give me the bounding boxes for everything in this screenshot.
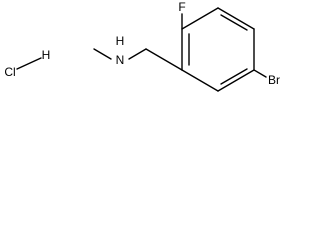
ring-double-bond — [220, 68, 248, 85]
c-br-bond — [253, 69, 267, 78]
fluorine-label: F — [178, 0, 185, 14]
ring-bond — [181, 7, 219, 30]
ring-bond — [217, 69, 255, 92]
ring-double-bond — [220, 14, 248, 31]
chemical-structure: F Br H N H Cl — [4, 0, 280, 92]
ring-bond — [181, 69, 219, 92]
h-cl-bond — [16, 57, 42, 70]
bromine-label: Br — [268, 73, 280, 87]
atom-labels: F Br H N H Cl — [4, 0, 280, 87]
ring-bond — [217, 7, 255, 30]
amine-h-label: H — [116, 34, 125, 48]
hcl-h-label: H — [42, 48, 51, 62]
amine-n-label: N — [116, 53, 125, 67]
bonds — [16, 7, 267, 92]
n-ch3-bond — [93, 48, 112, 60]
hcl-cl-label: Cl — [4, 65, 15, 79]
ch2-n-bond — [128, 48, 147, 60]
ring-ch2-bond — [145, 48, 183, 71]
